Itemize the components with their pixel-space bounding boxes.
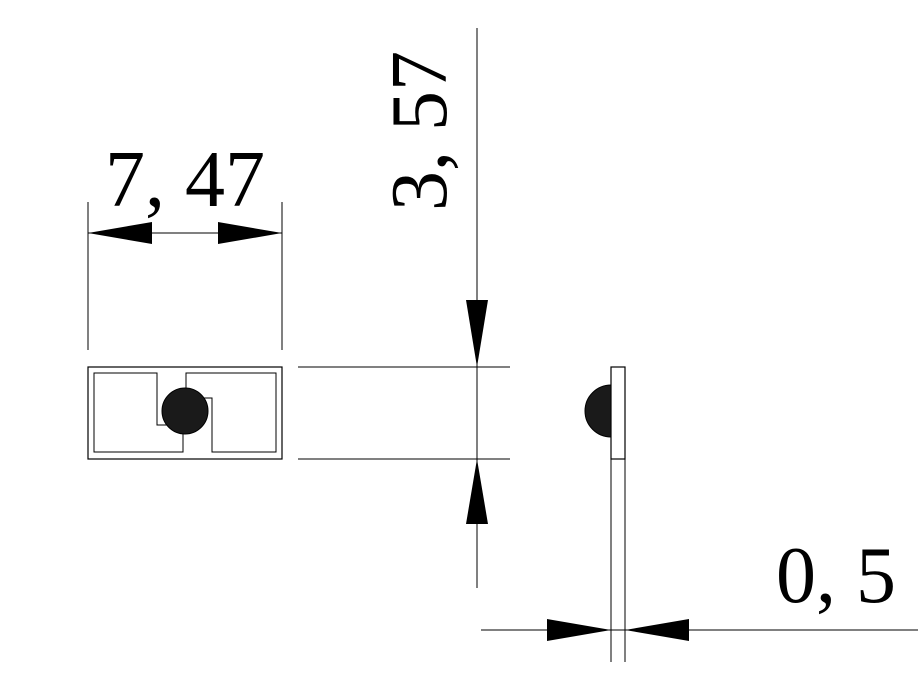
plate-side-outline [610,366,626,460]
plate-pad-bump [584,384,612,438]
component-inner-contour-right [185,372,277,453]
height-arrow-top [466,300,488,367]
side-view [584,366,626,662]
thickness-dimension-label: 0, 5 [776,532,896,620]
height-arrow-bottom [466,459,488,524]
width-arrow-right [218,222,282,244]
width-dimension-label: 7, 47 [105,136,265,224]
component-outer-outline [87,366,283,460]
thickness-dimension: 0, 5 [481,532,918,641]
front-view [87,366,283,460]
height-dimension-label: 3, 57 [376,51,464,211]
thickness-arrow-left [547,619,611,641]
height-dimension: 3, 57 [298,28,510,588]
width-dimension: 7, 47 [87,136,283,350]
width-arrow-left [88,222,152,244]
component-pad-dot [161,387,209,435]
thickness-arrow-right [625,619,689,641]
